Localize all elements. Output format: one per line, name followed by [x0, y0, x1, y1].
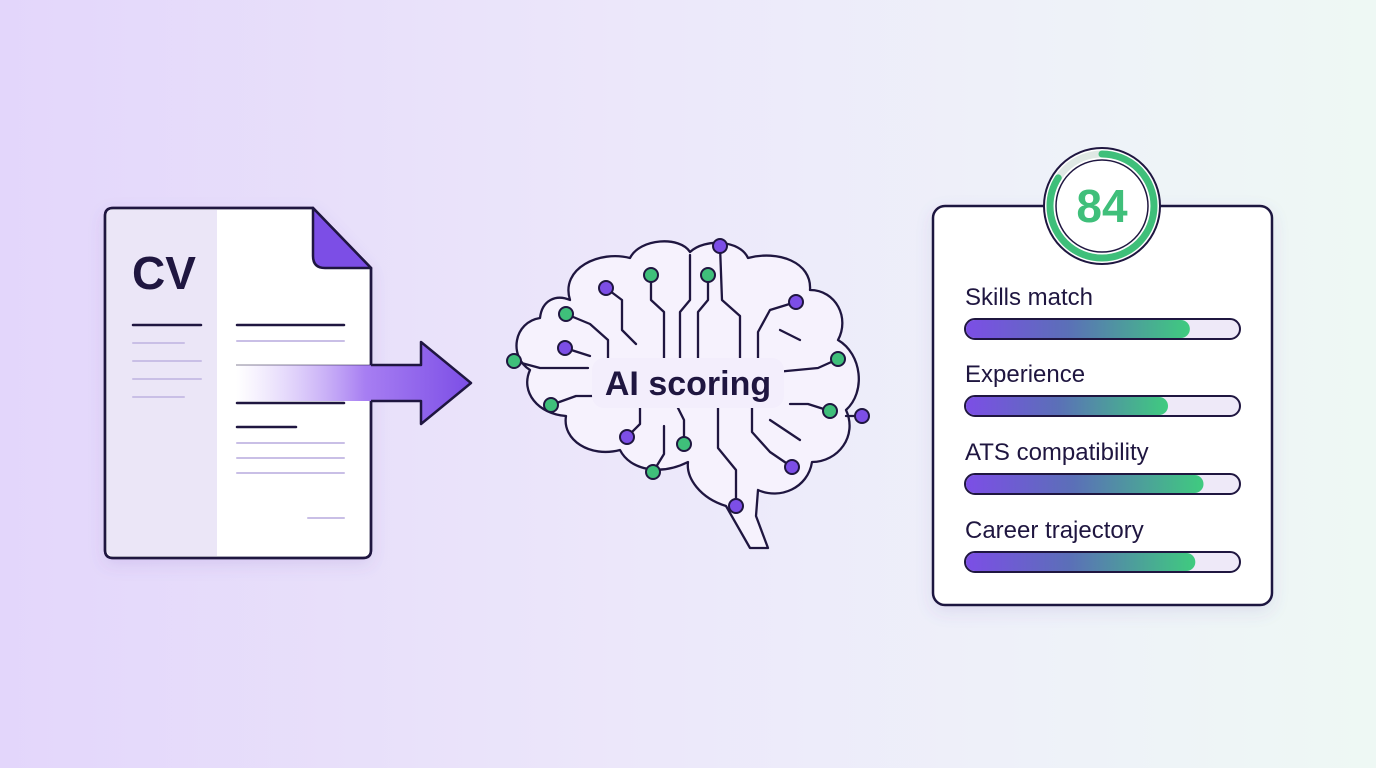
- flow-arrow-outline: [371, 340, 473, 426]
- metric-bar-career-trajectory: [966, 553, 1196, 571]
- cv-sidebar-panel: [107, 210, 217, 556]
- cv-folded-corner: [311, 206, 373, 270]
- metric-bar-ats-compatibility: [966, 475, 1204, 493]
- metric-label-skills-match: Skills match: [965, 284, 1093, 311]
- cv-page-outline: [103, 206, 373, 560]
- metric-label-career-trajectory: Career trajectory: [965, 517, 1144, 544]
- score-ring: 84: [1043, 147, 1161, 265]
- score-progress-arc: [1046, 150, 1158, 262]
- cv-title: CV: [132, 247, 196, 299]
- cv-text-lines: [131, 323, 346, 519]
- metric-label-experience: Experience: [965, 361, 1085, 388]
- ai-label-backdrop: [592, 358, 784, 408]
- flow-arrow: [236, 342, 471, 424]
- score-value: 84: [1076, 180, 1128, 232]
- brain-nodes: [506, 238, 870, 514]
- ai-scoring-label: AI scoring: [605, 365, 771, 403]
- metrics-list: Skills match Experience ATS compatibilit…: [964, 284, 1241, 573]
- metric-bar-skills-match: [966, 320, 1190, 338]
- metric-label-ats-compatibility: ATS compatibility: [965, 439, 1149, 466]
- metric-bar-experience: [966, 397, 1169, 415]
